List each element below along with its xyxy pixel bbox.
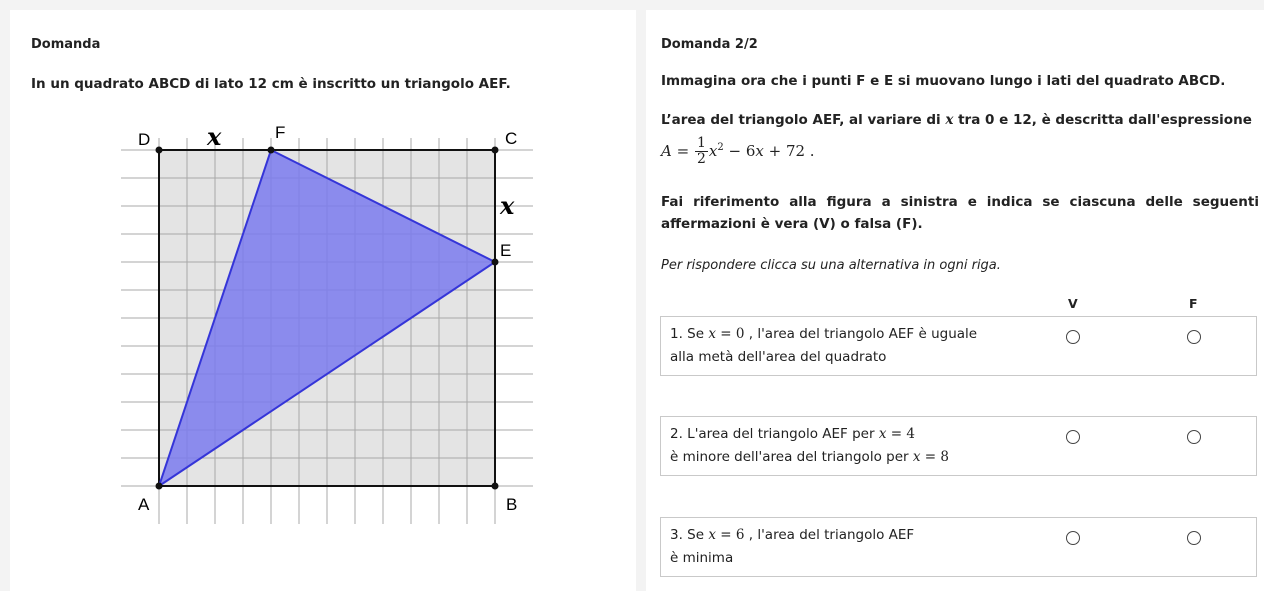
s2-eq2: = 8 (920, 449, 949, 465)
s3-eq: = 6 (715, 527, 745, 543)
statement-1-text: 1. Se x = 0 , l'area del triangolo AEF è… (670, 323, 1040, 369)
s3-var: x (708, 527, 716, 543)
vertex-C-dot (491, 146, 499, 154)
vertex-F-dot (267, 146, 275, 154)
s2-eq: = 4 (886, 426, 915, 442)
column-header-v: V (1068, 296, 1078, 311)
s1-c: alla metà dell'area del quadrato (670, 349, 887, 365)
statement-3-radio-v[interactable] (1066, 531, 1080, 545)
triangle-AEF (157, 148, 497, 489)
statement-1-radio-v[interactable] (1066, 330, 1080, 344)
s1-eq: = 0 (715, 326, 745, 342)
statement-row-2: 2. L'area del triangolo AEF per x = 4 è … (660, 416, 1257, 476)
paragraph-3: Fai riferimento alla figura a sinistra e… (661, 194, 1259, 232)
paragraph-1: Immagina ora che i punti F e E si muovan… (661, 73, 1226, 89)
vertex-E-dot (491, 258, 499, 266)
s1-a: 1. Se (670, 326, 705, 342)
expr-exp: 2 (717, 142, 724, 153)
expr-tail: + 72 . (763, 142, 815, 160)
left-panel: Domanda In un quadrato ABCD di lato 12 c… (10, 10, 636, 591)
s3-b: , l'area del triangolo AEF (748, 527, 915, 543)
square-ABCD (158, 149, 496, 487)
vertex-B-dot (491, 482, 499, 490)
label-C: C (505, 129, 517, 148)
instruction: Per rispondere clicca su una alternativa… (661, 258, 1001, 273)
frac-num: 1 (694, 135, 708, 152)
question-header: Domanda 2/2 (661, 37, 758, 52)
paragraph-2-b: tra 0 e 12, è descritta dall'espressione (958, 112, 1252, 128)
statement-2-text: 2. L'area del triangolo AEF per x = 4 è … (670, 423, 1040, 469)
statement-1-radio-f[interactable] (1187, 330, 1201, 344)
label-E: E (500, 241, 511, 260)
paragraph-2: L’area del triangolo AEF, al variare di … (661, 109, 1261, 131)
statement-3-text: 3. Se x = 6 , l'area del triangolo AEF è… (670, 524, 1040, 570)
expr-var2: x (755, 142, 764, 160)
s2-b: è minore dell'area del triangolo per (670, 449, 909, 465)
var-label-right: x (499, 191, 515, 220)
vertex-A-dot (155, 482, 163, 490)
label-B: B (506, 495, 517, 514)
s3-c: è minima (670, 550, 734, 566)
s1-var: x (708, 326, 716, 342)
s2-var: x (878, 426, 887, 442)
square-figure: D F C E A B x x (121, 122, 533, 524)
label-D: D (138, 130, 150, 149)
statement-2-radio-v[interactable] (1066, 430, 1080, 444)
statement-2-radio-f[interactable] (1187, 430, 1201, 444)
s2-a: 2. L'area del triangolo AEF per (670, 426, 875, 442)
expr-var: x (708, 142, 718, 160)
frac-den: 2 (696, 151, 706, 167)
paragraph-2-var: x (945, 112, 954, 128)
statement-row-3: 3. Se x = 6 , l'area del triangolo AEF è… (660, 517, 1257, 577)
column-header-f: F (1189, 296, 1198, 311)
expr-eq: = (671, 142, 694, 160)
left-header: Domanda (31, 37, 101, 52)
expr-rest: − 6 (723, 142, 756, 160)
statement-row-1: 1. Se x = 0 , l'area del triangolo AEF è… (660, 316, 1257, 376)
right-panel: Domanda 2/2 Immagina ora che i punti F e… (646, 10, 1264, 591)
expr-lhs: A (661, 142, 672, 160)
label-F: F (275, 123, 285, 142)
var-label-top: x (206, 122, 222, 151)
statement-3-radio-f[interactable] (1187, 531, 1201, 545)
s2-var2: x (912, 449, 921, 465)
left-intro: In un quadrato ABCD di lato 12 cm è insc… (31, 76, 511, 92)
label-A: A (138, 495, 150, 514)
vertex-D-dot (155, 146, 163, 154)
paragraph-2-a: L’area del triangolo AEF, al variare di (661, 112, 941, 128)
s1-b: , l'area del triangolo AEF è uguale (748, 326, 978, 342)
s3-a: 3. Se (670, 527, 705, 543)
